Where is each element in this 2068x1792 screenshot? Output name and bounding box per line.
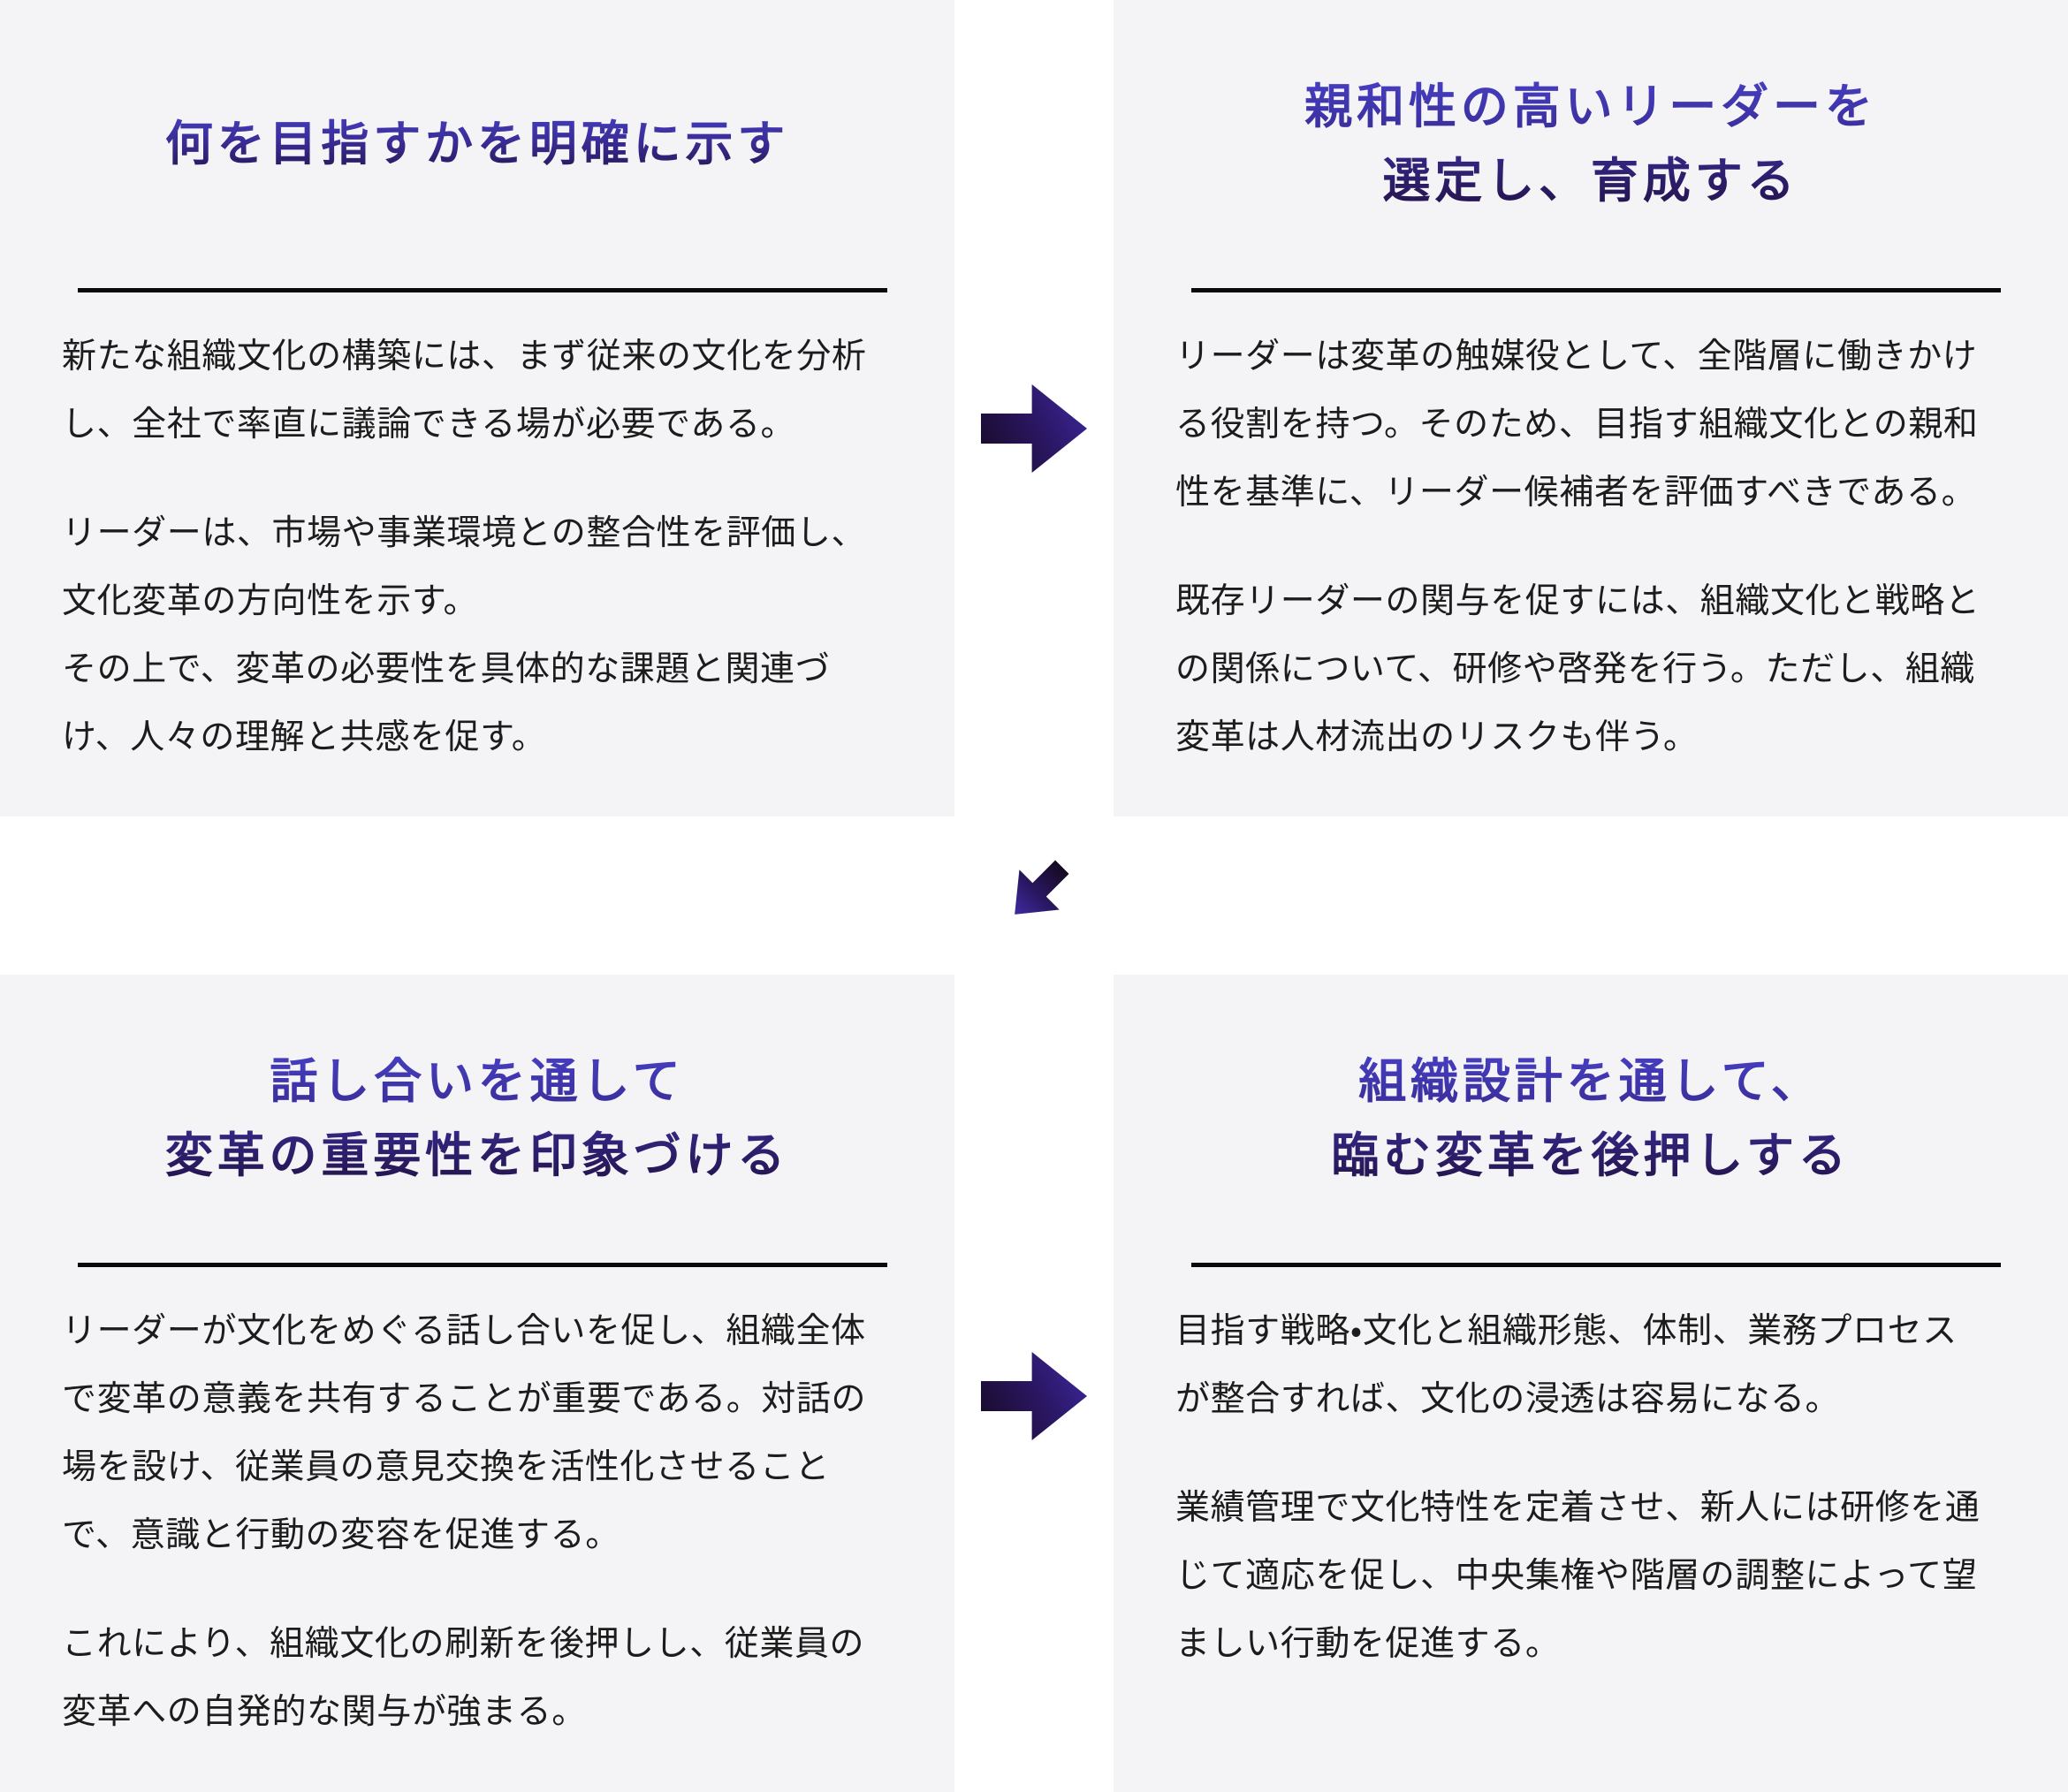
step-panel-3: 話し合いを通して 変革の重要性を印象づける リーダーが文化をめぐる話し合いを促し… <box>0 975 954 1792</box>
step-3-paragraph-1: リーダーが文化をめぐる話し合いを促し、組織全体 で変革の意義を共有することが重要… <box>62 1312 867 1554</box>
step-2-paragraph-1: リーダーは変革の触媒役として、全階層に働きかけ る役割を持つ。そのため、目指す組… <box>1175 338 1979 512</box>
step-1-paragraph-1: 新たな組織文化の構築には、まず従来の文化を分析 し、全社で率直に議論できる場が必… <box>62 338 867 444</box>
flow-arrow-down-left-icon <box>995 847 1083 935</box>
step-3-title: 話し合いを通して 変革の重要性を印象づける <box>35 975 919 1263</box>
divider-line <box>1191 1263 2001 1267</box>
divider-line <box>78 1263 887 1267</box>
step-4-paragraph-1: 目指す戦略・文化と組織形態、体制、業務プロセス が整合すれば、文化の浸透は容易に… <box>1175 1312 1958 1418</box>
step-4-title: 組織設計を通して、 臨む変革を後押しする <box>1149 975 2033 1263</box>
step-panel-2: 親和性の高いリーダーを 選定し、育成する リーダーは変革の触媒役として、全階層に… <box>1114 0 2068 816</box>
step-3-body: リーダーが文化をめぐる話し合いを促し、組織全体 で変革の意義を共有することが重要… <box>62 1297 893 1787</box>
step-4-body: 目指す戦略・文化と組織形態、体制、業務プロセス が整合すれば、文化の浸透は容易に… <box>1175 1297 2006 1719</box>
divider-line <box>1191 288 2001 292</box>
step-3-paragraph-2: これにより、組織文化の刷新を後押しし、従業員の 変革への自発的な関与が強まる。 <box>62 1625 865 1731</box>
step-panel-1: 何を目指すかを明確に示す 新たな組織文化の構築には、まず従来の文化を分析 し、全… <box>0 0 954 816</box>
step-2-paragraph-2: 既存リーダーの関与を促すには、組織文化と戦略と の関係について、研修や啓発を行う… <box>1175 582 1981 756</box>
step-3-title-text: 話し合いを通して 変革の重要性を印象づける <box>165 1044 789 1193</box>
step-1-paragraph-2: リーダーは、市場や事業環境との整合性を評価し、 文化変革の方向性を示す。 その上… <box>62 514 867 756</box>
step-1-body: 新たな組織文化の構築には、まず従来の文化を分析 し、全社で率直に議論できる場が必… <box>62 323 893 812</box>
divider-line <box>78 288 887 292</box>
step-2-title: 親和性の高いリーダーを 選定し、育成する <box>1149 0 2033 288</box>
step-1-title-text: 何を目指すかを明確に示す <box>165 107 789 181</box>
step-4-paragraph-2: 業績管理で文化特性を定着させ、新人には研修を通 じて適応を促し、中央集権や階層の… <box>1175 1489 1981 1663</box>
step-1-title: 何を目指すかを明確に示す <box>35 0 919 288</box>
flow-arrow-right-bottom-icon <box>981 1352 1087 1440</box>
step-2-title-text: 親和性の高いリーダーを 選定し、育成する <box>1304 70 1876 218</box>
step-panel-4: 組織設計を通して、 臨む変革を後押しする 目指す戦略・文化と組織形態、体制、業務… <box>1114 975 2068 1792</box>
step-4-title-text: 組織設計を通して、 臨む変革を後押しする <box>1331 1044 1851 1193</box>
step-2-body: リーダーは変革の触媒役として、全階層に働きかけ る役割を持つ。そのため、目指す組… <box>1175 323 2006 812</box>
flow-arrow-right-top-icon <box>981 384 1087 473</box>
